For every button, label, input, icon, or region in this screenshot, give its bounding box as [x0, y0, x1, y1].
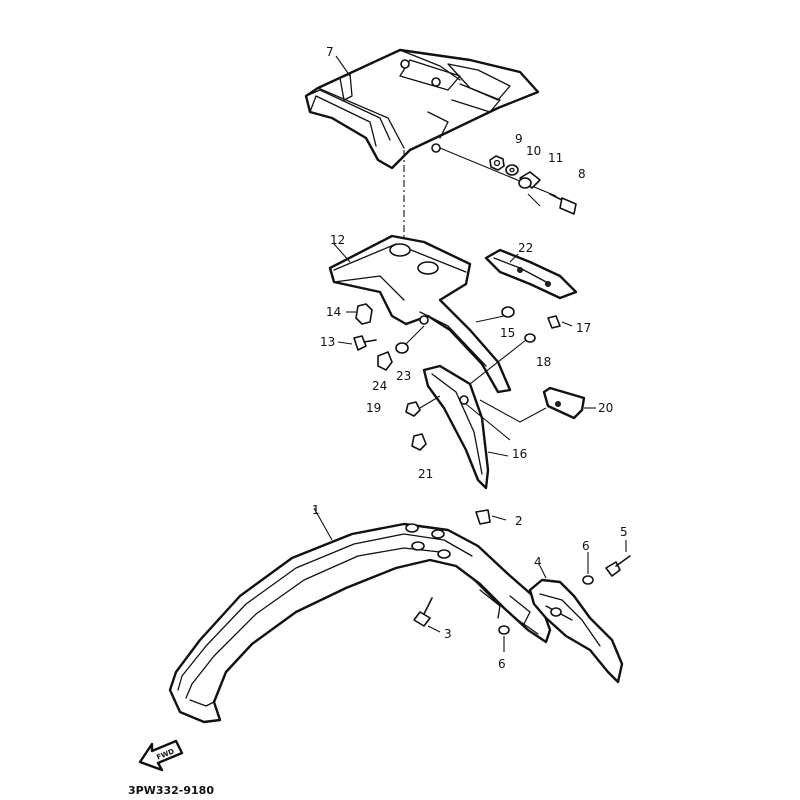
callout-18: 18: [536, 355, 551, 369]
part-21-nut: [411, 433, 427, 451]
callout-2: 2: [515, 514, 523, 528]
part-10-washer: [505, 164, 519, 176]
callout-21: 21: [418, 467, 433, 481]
callout-5: 5: [620, 525, 628, 539]
part-23-washer: [395, 325, 425, 354]
part-11-collar: [518, 171, 541, 189]
part-5-pin: [605, 540, 631, 577]
part-20-reflector: [479, 386, 586, 423]
callout-12: 12: [330, 233, 345, 247]
callout-9: 9: [515, 132, 523, 146]
diagram-code: 3PW332-9180: [128, 784, 214, 797]
part-15-grommet: [475, 306, 515, 323]
callout-17: 17: [576, 321, 591, 335]
callout-1: 1: [312, 503, 320, 517]
part-24-nut: [377, 351, 393, 371]
callout-23: 23: [396, 369, 411, 383]
callout-4: 4: [534, 555, 542, 569]
callout-24: 24: [372, 379, 387, 393]
callout-14: 14: [326, 305, 341, 319]
part-1-rear-fender: [168, 522, 552, 724]
callout-16: 16: [512, 447, 527, 461]
callout-15: 15: [500, 326, 515, 340]
part-12-bracket: [328, 234, 512, 394]
callout-13: 13: [320, 335, 335, 349]
callout-leaders: [313, 55, 596, 541]
part-19-nut: [405, 395, 441, 417]
callouts: 1 2 3 4 5 6 6 7 8 9 10 11 12 13 14 15 16…: [312, 45, 628, 671]
callout-8: 8: [578, 167, 586, 181]
callout-6-lower: 6: [498, 657, 506, 671]
callout-3: 3: [444, 627, 452, 641]
part-18-washer: [524, 333, 536, 343]
part-6-washer-upper: [582, 552, 594, 585]
callout-11: 11: [548, 151, 563, 165]
callout-19: 19: [366, 401, 381, 415]
callout-20: 20: [598, 401, 613, 415]
part-3-bolt: [413, 597, 441, 633]
part-6-washer-lower: [498, 625, 510, 652]
part-22-plate: [484, 248, 578, 300]
callout-6-upper: 6: [582, 539, 590, 553]
forward-arrow-icon: FWD: [138, 739, 184, 772]
callout-22: 22: [518, 241, 533, 255]
callout-10: 10: [526, 144, 541, 158]
part-14-nut: [346, 303, 373, 325]
callout-7: 7: [326, 45, 334, 59]
part-9-nut: [489, 155, 505, 171]
leader-18: [469, 339, 527, 385]
part-13-bolt: [337, 335, 377, 351]
part-17-screw: [547, 315, 573, 329]
hardware-8-11: [439, 147, 577, 215]
part-4-splash-guard: [528, 565, 624, 684]
part-7-rear-cover: [304, 48, 540, 170]
part-8-bolt: [549, 193, 577, 215]
part-2-clip: [475, 509, 507, 525]
